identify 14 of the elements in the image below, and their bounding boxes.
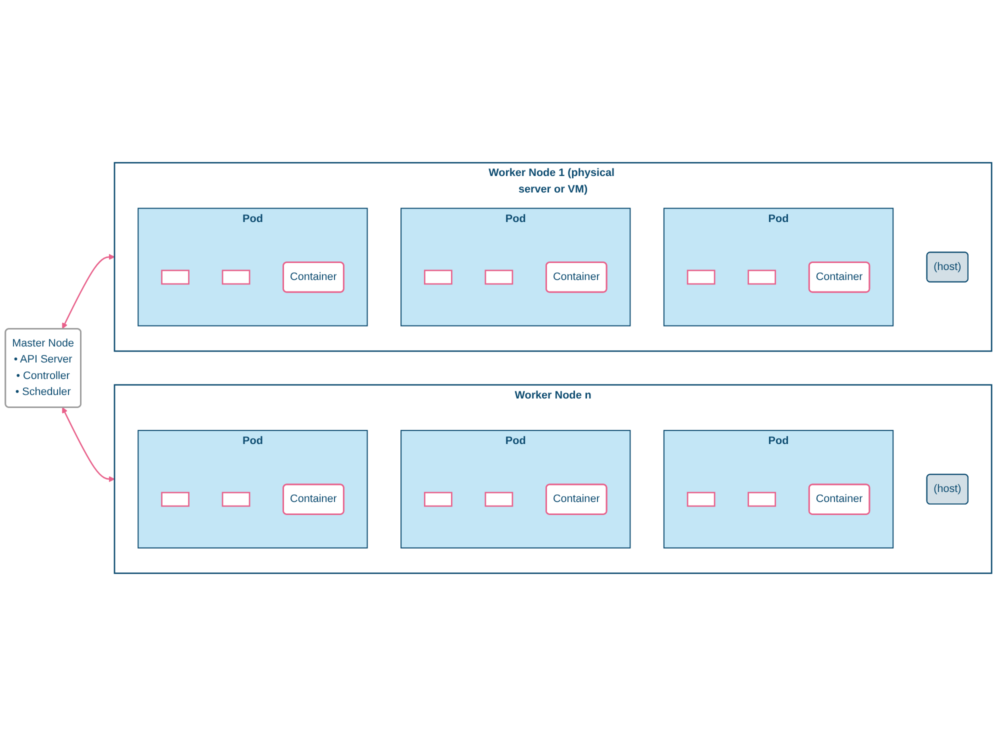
node-box	[748, 270, 776, 285]
node-box	[748, 492, 776, 507]
node-box	[686, 492, 716, 507]
node-box	[484, 492, 514, 507]
node-box	[161, 492, 190, 507]
node-box	[161, 270, 190, 285]
node-box	[686, 270, 716, 285]
arrow	[62, 407, 115, 482]
node-box	[484, 270, 514, 285]
node-box	[424, 492, 452, 507]
node-box	[222, 270, 250, 285]
node-box	[222, 492, 250, 507]
arrow	[62, 254, 115, 329]
node-box	[424, 270, 452, 285]
